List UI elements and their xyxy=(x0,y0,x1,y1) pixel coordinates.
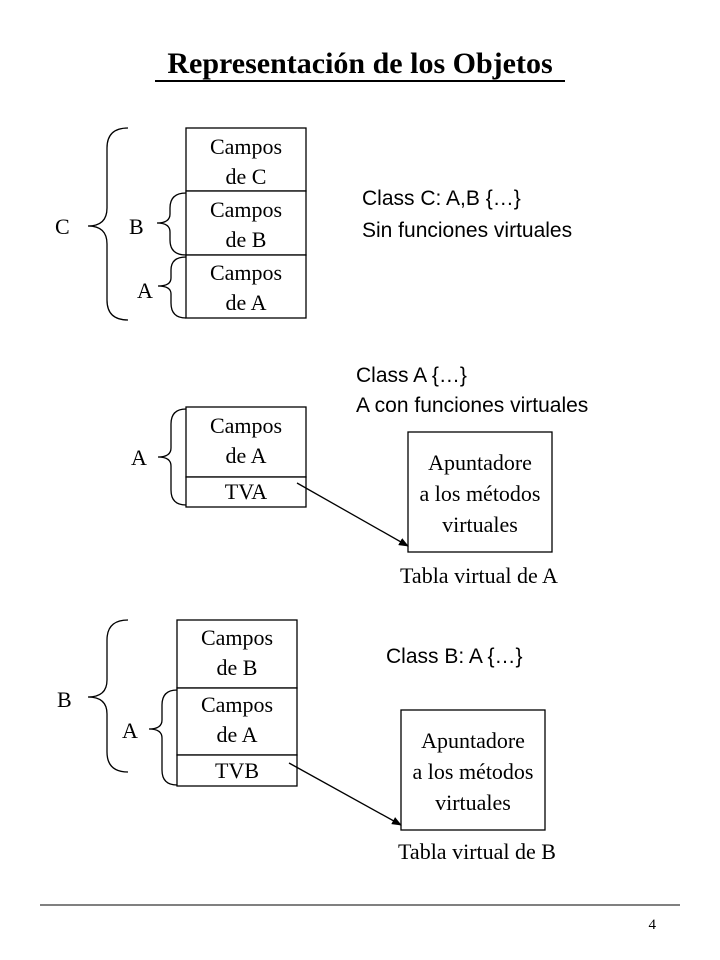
cell-tva xyxy=(185,476,307,508)
brace-a xyxy=(157,256,187,319)
section-class-c: Campos de C Campos de B Campos de A C B … xyxy=(55,127,572,321)
cell-a2-line2: de A xyxy=(226,443,267,468)
cell-tva-label: TVA xyxy=(225,479,267,504)
brace-c xyxy=(87,127,129,321)
class-b-declaration: Class B: A {…} xyxy=(386,645,523,668)
brace-b xyxy=(156,192,187,256)
cell-campos-de-a xyxy=(185,254,307,319)
vtable-b-line3: virtuales xyxy=(435,790,511,815)
cell-b3-line2: de B xyxy=(217,655,258,680)
cell-c-line2: de C xyxy=(226,164,267,189)
cell-tvb xyxy=(176,754,298,787)
brace-a-3 xyxy=(148,689,178,786)
label-a-2: A xyxy=(131,445,147,470)
cell-campos-de-a-2 xyxy=(185,406,307,478)
section-class-a: Class A {…} A con funciones virtuales Ca… xyxy=(131,364,588,588)
class-a-note: A con funciones virtuales xyxy=(356,394,588,417)
vtable-a-line2: a los métodos xyxy=(420,481,541,506)
cell-campos-de-b-3 xyxy=(176,619,298,689)
object-layout-c: Campos de C Campos de B Campos de A xyxy=(185,127,307,319)
object-layout-a: Campos de A TVA xyxy=(185,406,307,508)
vtable-b-caption: Tabla virtual de B xyxy=(398,839,556,864)
cell-a-line2: de A xyxy=(226,290,267,315)
arrow-tvb-to-table xyxy=(288,762,402,826)
label-a-3: A xyxy=(122,718,138,743)
label-b-3: B xyxy=(57,687,72,712)
brace-a-2 xyxy=(157,408,187,506)
virtual-table-b: Apuntadore a los métodos virtuales xyxy=(400,709,546,831)
page-number: 4 xyxy=(649,917,657,933)
cell-b-line2: de B xyxy=(226,227,267,252)
arrow-tva-to-table xyxy=(296,482,409,547)
cell-a-line1: Campos xyxy=(210,260,282,285)
vtable-a-line1: Apuntadore xyxy=(428,450,532,475)
label-a: A xyxy=(137,278,153,303)
cell-b-line1: Campos xyxy=(210,197,282,222)
vtable-b-line1: Apuntadore xyxy=(421,728,525,753)
vtable-b-box xyxy=(400,709,546,831)
cell-tvb-label: TVB xyxy=(215,758,259,783)
virtual-table-a: Apuntadore a los métodos virtuales xyxy=(407,431,553,553)
class-a-declaration: Class A {…} xyxy=(356,364,467,387)
cell-c-line1: Campos xyxy=(210,134,282,159)
vtable-a-caption: Tabla virtual de A xyxy=(400,563,558,588)
vtable-a-box xyxy=(407,431,553,553)
cell-a2-line1: Campos xyxy=(210,413,282,438)
cell-campos-de-a-3 xyxy=(176,687,298,756)
cell-a3-line2: de A xyxy=(217,722,258,747)
section-class-b: Campos de B Campos de A TVB B A Class B:… xyxy=(57,619,556,864)
cell-campos-de-b xyxy=(185,190,307,256)
vtable-b-line2: a los métodos xyxy=(413,759,534,784)
class-c-note: Sin funciones virtuales xyxy=(362,219,572,242)
label-b: B xyxy=(129,214,144,239)
label-c: C xyxy=(55,214,70,239)
object-layout-b: Campos de B Campos de A TVB xyxy=(176,619,298,787)
cell-b3-line1: Campos xyxy=(201,625,273,650)
class-c-declaration: Class C: A,B {…} xyxy=(362,187,521,210)
page-title: Representación de los Objetos xyxy=(167,47,552,80)
brace-b-3 xyxy=(87,619,129,773)
cell-a3-line1: Campos xyxy=(201,692,273,717)
vtable-a-line3: virtuales xyxy=(442,512,518,537)
